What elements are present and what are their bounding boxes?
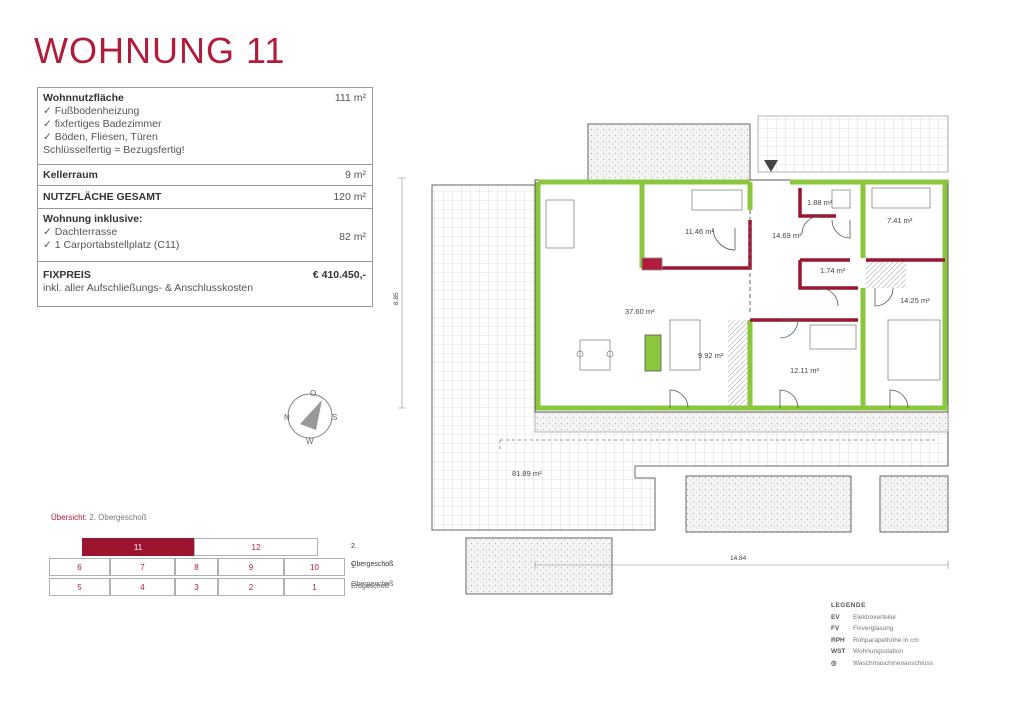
area-bath: 7.41 m² xyxy=(887,216,913,225)
unit-cell[interactable]: 5 xyxy=(49,578,110,596)
dim-width: 14.84 xyxy=(730,555,747,562)
unit-cell[interactable]: 4 xyxy=(110,578,175,596)
terrace-top-strip xyxy=(534,409,949,433)
kellerraum-value: 9 m² xyxy=(345,169,366,181)
page-title: WOHNUNG 11 xyxy=(34,30,286,71)
unit-cell[interactable]: 10 xyxy=(284,558,345,576)
area-storage: 1.74 m² xyxy=(820,266,846,275)
compass-w: W xyxy=(306,437,314,446)
inklusive-label: Wohnung inklusive: xyxy=(43,213,143,225)
fixpreis-note: inkl. aller Aufschließungs- & Anschlussk… xyxy=(43,282,254,294)
section-fixpreis: FIXPREIS € 410.450,- inkl. aller Aufschl… xyxy=(38,262,372,306)
area-wc: 1.88 m² xyxy=(807,198,833,207)
washing-machine-icon: ◎ xyxy=(831,659,837,667)
overview-floor: 2. Obergeschoß xyxy=(89,513,147,522)
feature-item: ✓ Fußbodenheizung xyxy=(43,105,140,117)
balcony-top xyxy=(587,123,751,181)
unit-cell[interactable]: 1 xyxy=(284,578,345,596)
kitchen-hatch xyxy=(728,320,750,408)
area-hall: 14.69 m² xyxy=(772,231,802,240)
gravel-bed xyxy=(685,475,852,533)
compass: N O S W xyxy=(280,386,340,446)
area-room2: 12.11 m² xyxy=(790,366,820,375)
fixpreis-value: € 410.450,- xyxy=(312,269,366,281)
overview-title: Übersicht: 2. Obergeschoß xyxy=(51,513,147,522)
unit-cell[interactable]: 6 xyxy=(49,558,110,576)
legend-title: LEGENDE xyxy=(831,602,866,609)
kellerraum-label: Kellerraum xyxy=(43,169,98,181)
row-label: 2. Obergeschoß xyxy=(351,543,394,568)
section-kellerraum: Kellerraum 9 m² xyxy=(38,165,372,186)
area-living: 37.60 m² xyxy=(625,307,655,316)
unit-cell[interactable]: 2 xyxy=(218,578,284,596)
outer-walls xyxy=(535,179,948,411)
area-room1: 11.46 m² xyxy=(685,227,715,236)
dim-height: 8.85 xyxy=(393,292,400,305)
fixpreis-label: FIXPREIS xyxy=(43,269,91,281)
unit-12-cell[interactable]: 12 xyxy=(194,538,318,556)
schluesselfertig-note: Schlüsselfertig = Bezugsfertig! xyxy=(43,144,185,156)
inklusive-item: ✓ Dachterrasse xyxy=(43,226,118,238)
unit-11-cell[interactable]: 11 xyxy=(82,538,194,556)
area-kitchen: 9.92 m² xyxy=(698,351,724,360)
unit-cell[interactable]: 8 xyxy=(175,558,218,576)
inklusive-item: ✓ 1 Carportabstellplatz (C11) xyxy=(43,239,180,251)
compass-o: O xyxy=(310,389,316,398)
area-terrace: 81.89 m² xyxy=(512,469,542,478)
section-inklusive: Wohnung inklusive: ✓ Dachterrasse 82 m² … xyxy=(38,209,372,262)
feature-item: ✓ Böden, Fliesen, Türen xyxy=(43,131,158,143)
section-nutzflaeche: NUTZFLÄCHE GESAMT 120 m² xyxy=(38,186,372,209)
row-label: 1. Obergeschoß xyxy=(351,563,394,588)
compass-n: N xyxy=(284,413,290,422)
legend-item: ◎Waschmaschinenanschluss xyxy=(831,658,933,670)
area-bedroom: 14.25 m² xyxy=(900,296,930,305)
unit-cell[interactable]: 7 xyxy=(110,558,175,576)
gravel-bed xyxy=(879,475,949,533)
row-label: Erdgeschoß xyxy=(351,583,389,590)
nutzflaeche-value: 120 m² xyxy=(333,191,366,203)
section-wohnnutzflaeche: Wohnnutzfläche 111 m² ✓ Fußbodenheizung … xyxy=(38,88,372,165)
gravel-bed xyxy=(465,537,613,595)
neighbor-tiles xyxy=(757,115,949,173)
unit-cell[interactable]: 3 xyxy=(175,578,218,596)
doors xyxy=(669,215,909,409)
floor-plan-drawing: 37.60 m² 9.92 m² 11.46 m² 14.69 m² 1.88 … xyxy=(393,115,949,595)
wardrobe-hatch xyxy=(866,258,906,288)
overview-label: Übersicht: xyxy=(51,513,88,522)
wohnnutzflaeche-value: 111 m² xyxy=(334,92,366,104)
nutzflaeche-label: NUTZFLÄCHE GESAMT xyxy=(43,191,162,203)
wohnnutzflaeche-label: Wohnnutzfläche xyxy=(43,92,124,104)
feature-item: ✓ fixfertiges Badezimmer xyxy=(43,118,162,130)
info-box: Wohnnutzfläche 111 m² ✓ Fußbodenheizung … xyxy=(37,87,373,307)
floor-plan: 37.60 m² 9.92 m² 11.46 m² 14.69 m² 1.88 … xyxy=(380,110,1020,610)
entrance-arrow xyxy=(764,160,778,172)
compass-s: S xyxy=(332,413,337,422)
unit-cell[interactable]: 9 xyxy=(218,558,284,576)
dachterrasse-value: 82 m² xyxy=(339,231,366,243)
furniture xyxy=(545,187,941,381)
